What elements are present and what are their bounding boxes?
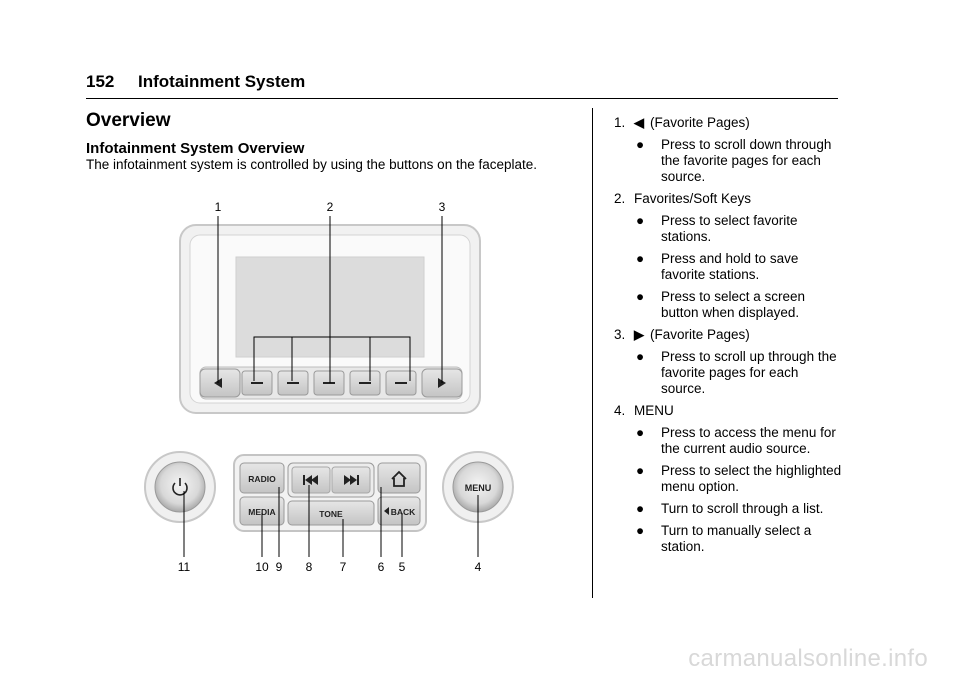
bullet-text: Press to scroll down through the favorit…	[661, 137, 832, 184]
callout-1: 1	[215, 200, 222, 214]
power-knob[interactable]	[154, 461, 206, 513]
header-rule	[86, 98, 838, 99]
callout-leaders-bottom	[183, 485, 479, 557]
list-item: 2. Favorites/Soft Keys ● Press to select f…	[614, 191, 844, 321]
bullet-text: Press to select the highlighted menu opt…	[661, 463, 842, 494]
menu-knob-label: MENU	[465, 483, 492, 493]
section-title: Infotainment System	[138, 72, 306, 91]
item-number: 2.	[614, 191, 626, 206]
callout-9: 9	[276, 560, 283, 574]
item-number: 1.	[614, 115, 626, 130]
callout-leaders-top	[217, 216, 443, 383]
item-title: Favorites/Soft Keys	[634, 191, 752, 206]
radio-button[interactable]	[239, 462, 285, 494]
item-number: 4.	[614, 403, 626, 418]
callout-4: 4	[475, 560, 482, 574]
subheading: Infotainment System Overview	[86, 140, 305, 157]
bullet-icon: ●	[636, 349, 645, 364]
bullet-icon: ●	[636, 251, 645, 266]
callout-11: 11	[178, 560, 191, 574]
home-icon	[391, 470, 407, 487]
right-arrow-icon: ▶	[634, 327, 644, 342]
control-list: 1. ◀ (Favorite Pages) ● Press to scroll dow…	[614, 115, 844, 561]
bullet-icon: ●	[636, 137, 645, 152]
back-arrow-icon	[384, 507, 389, 515]
callouts-bottom: 11 10 9 8 7 6 5 4	[178, 560, 482, 574]
bullet-text: Press to scroll up through the favorite …	[661, 349, 837, 396]
bullet-text: Turn to scroll through a list.	[661, 501, 824, 516]
bullet-icon: ●	[636, 425, 645, 440]
bullet-text: Turn to manually select a station.	[661, 523, 812, 554]
back-button[interactable]	[377, 496, 421, 526]
intro-text: The infotainment system is controlled by…	[86, 157, 538, 172]
page-header: 152 Infotainment System	[86, 72, 305, 92]
tone-label: TONE	[319, 509, 343, 519]
seek-forward-icon	[344, 475, 359, 485]
back-label: BACK	[391, 507, 416, 517]
callout-10: 10	[255, 560, 269, 574]
bullet-text: Press and hold to save favorite stations…	[661, 251, 799, 282]
list-item: 4. MENU ● Press to access the menu for the…	[614, 403, 844, 555]
callout-6: 6	[378, 560, 385, 574]
callout-7: 7	[340, 560, 347, 574]
page-heading: Overview	[86, 110, 171, 131]
callout-3: 3	[439, 200, 446, 214]
item-title: MENU	[634, 403, 674, 418]
callout-2: 2	[327, 200, 334, 214]
item-title: (Favorite Pages)	[650, 115, 750, 130]
bullet-icon: ●	[636, 523, 645, 538]
list-item: 1. ◀ (Favorite Pages) ● Press to scroll dow…	[614, 115, 844, 185]
watermark: carmanualsonline.info	[688, 645, 928, 672]
bullet-icon: ●	[636, 289, 645, 304]
bullet-icon: ●	[636, 463, 645, 478]
bullet-icon: ●	[636, 501, 645, 516]
item-number: 3.	[614, 327, 626, 342]
item-title: (Favorite Pages)	[650, 327, 750, 342]
callout-8: 8	[306, 560, 313, 574]
left-arrow-icon: ◀	[634, 115, 644, 130]
list-item: 3. ▶ (Favorite Pages) ● Press to scroll up …	[614, 327, 844, 397]
bullet-text: Press to select favorite stations.	[661, 213, 798, 244]
page-number: 152	[86, 72, 115, 91]
media-label: MEDIA	[248, 507, 275, 517]
home-button[interactable]	[377, 462, 421, 494]
column-divider	[592, 108, 593, 598]
bullet-text: Press to access the menu for the current…	[661, 425, 836, 456]
faceplate-figure: 1 2 3 MENU	[144, 200, 514, 574]
radio-label: RADIO	[248, 474, 276, 484]
seek-back-icon	[303, 475, 318, 485]
bullet-text: Press to select a screen button when dis…	[661, 289, 806, 320]
bullet-icon: ●	[636, 213, 645, 228]
power-icon	[172, 478, 188, 496]
callout-5: 5	[399, 560, 406, 574]
